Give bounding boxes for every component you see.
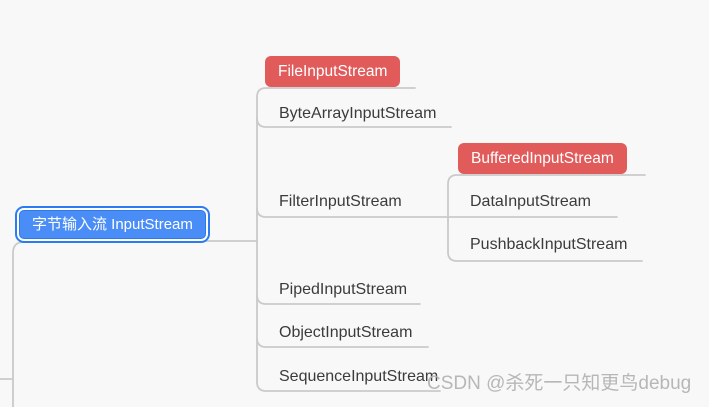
node-data-input-stream[interactable]: DataInputStream <box>470 193 591 210</box>
branch-trunk-sequence <box>256 240 441 392</box>
node-sequence-input-stream[interactable]: SequenceInputStream <box>279 368 439 385</box>
branch-bytearray <box>256 117 452 128</box>
branch-piped <box>256 294 421 305</box>
branch-filter-data <box>256 207 618 218</box>
node-filter-input-stream[interactable]: FilterInputStream <box>279 193 402 210</box>
root-node-label: 字节输入流 InputStream <box>19 210 206 239</box>
node-buffered-input-stream[interactable]: BufferedInputStream <box>458 143 627 174</box>
branch-childtrunk-buffered <box>447 174 646 218</box>
node-byte-array-input-stream[interactable]: ByteArrayInputStream <box>279 105 437 122</box>
node-pushback-input-stream[interactable]: PushbackInputStream <box>470 236 628 253</box>
node-piped-input-stream[interactable]: PipedInputStream <box>279 281 408 298</box>
root-node-inputstream[interactable]: 字节输入流 InputStream <box>15 206 210 243</box>
node-file-input-stream[interactable]: FileInputStream <box>265 56 401 87</box>
branch-object <box>256 337 429 348</box>
branch-offscreen-parent-trunk <box>12 241 25 407</box>
node-object-input-stream[interactable]: ObjectInputStream <box>279 324 413 341</box>
branch-childtrunk-pushback <box>447 216 643 262</box>
branch-trunk-file <box>256 87 416 242</box>
